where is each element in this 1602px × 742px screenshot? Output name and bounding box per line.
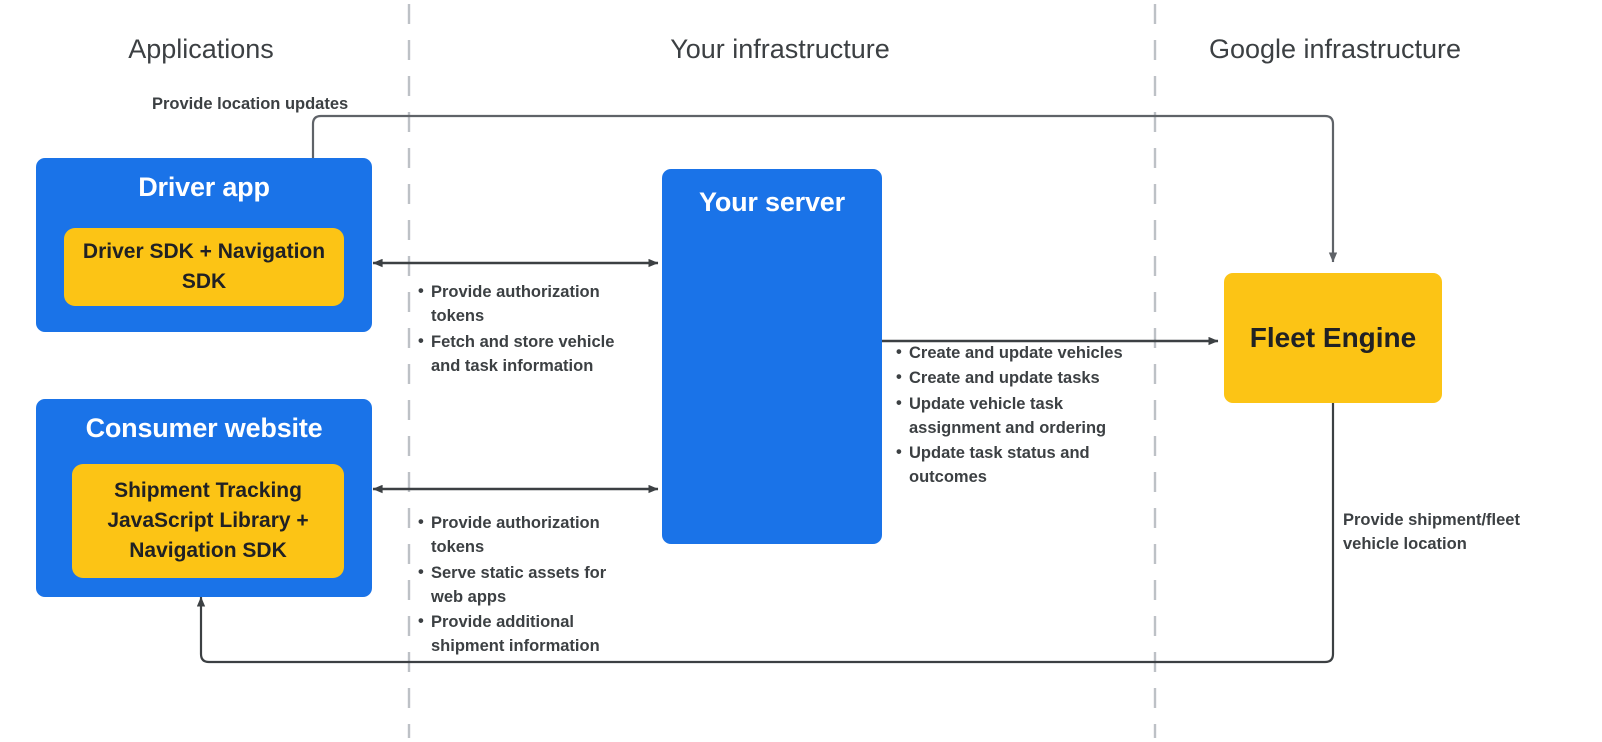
list-item: Create and update vehicles (896, 340, 1151, 365)
bullet-list-items: Create and update vehicles Create and up… (896, 340, 1151, 490)
fleet-engine-box[interactable]: Fleet Engine (1224, 273, 1442, 403)
list-item: Provide authorization tokens (418, 510, 633, 560)
bullet-list-items: Provide authorization tokens Serve stati… (418, 510, 633, 659)
list-item: Fetch and store vehicle and task informa… (418, 329, 643, 379)
bullet-list-driver-to-server: Provide authorization tokens Fetch and s… (418, 279, 643, 379)
list-item: Provide authorization tokens (418, 279, 643, 329)
list-item: Update vehicle task assignment and order… (896, 391, 1151, 441)
list-item: Update task status and outcomes (896, 440, 1151, 490)
your-server-title: Your server (699, 187, 845, 217)
shipment-tracking-inner-box[interactable]: Shipment Tracking JavaScript Library + N… (72, 464, 344, 578)
driver-app-title: Driver app (138, 172, 270, 202)
list-item: Serve static assets for web apps (418, 560, 633, 610)
your-server-box[interactable]: Your server (662, 169, 882, 544)
consumer-website-title: Consumer website (85, 413, 323, 443)
list-item: Create and update tasks (896, 365, 1151, 390)
zone-label-your-infrastructure: Your infrastructure (670, 34, 890, 64)
annotation-provide-shipment-fleet-location: Provide shipment/fleet vehicle location (1343, 511, 1520, 554)
bullet-list-items: Provide authorization tokens Fetch and s… (418, 279, 643, 379)
zone-label-google-infrastructure: Google infrastructure (1208, 34, 1462, 64)
zone-label-applications: Applications (128, 34, 274, 64)
bullet-list-server-to-fleet-engine: Create and update vehicles Create and up… (896, 340, 1151, 491)
driver-sdk-inner-box[interactable]: Driver SDK + Navigation SDK (64, 228, 344, 306)
bullet-list-consumer-to-server: Provide authorization tokens Serve stati… (418, 510, 633, 660)
list-item: Provide additional shipment information (418, 609, 633, 659)
annotation-provide-location-updates: Provide location updates (152, 95, 349, 113)
